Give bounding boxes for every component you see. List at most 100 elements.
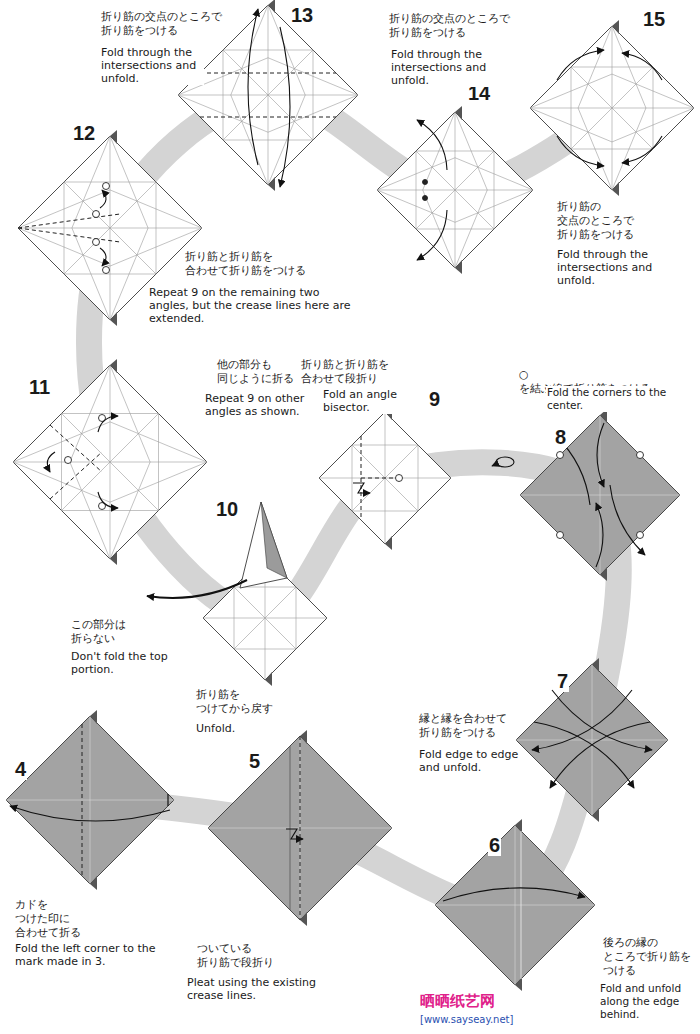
instruction-japanese: 後ろの縁の ところで折り筋を つける (602, 936, 692, 978)
fold-arrow (147, 580, 247, 598)
folded-flap-shade (261, 502, 287, 578)
reference-circle (93, 239, 100, 246)
crease-line (352, 445, 353, 511)
step-number-holder: 15 (642, 8, 666, 30)
crease-line (234, 587, 296, 649)
crease-line (377, 158, 455, 190)
crease-line (64, 274, 156, 275)
instruction-japanese: この部分は 折らない (70, 618, 127, 646)
crease-line (62, 414, 159, 511)
instruction-japanese: ついている 折り筋で段折り (196, 942, 275, 970)
crease-line (223, 50, 313, 140)
fold-arrow (622, 53, 662, 80)
crease-line (223, 50, 313, 51)
crease-line (520, 495, 680, 496)
crease-line (223, 50, 313, 140)
step-number: 12 (72, 122, 96, 144)
step-number-holder: 8 (554, 426, 567, 448)
fold-arrow (248, 9, 258, 165)
crease-line (418, 445, 419, 511)
instruction-english: Repeat 9 on other angles as shown. (204, 392, 318, 418)
step-diagram (435, 819, 595, 991)
fold-arrow (534, 722, 634, 788)
step-number-holder: 12 (72, 122, 96, 144)
reference-circle (557, 452, 564, 459)
crease-line (416, 151, 494, 229)
reference-circle (65, 457, 72, 464)
paper-square (13, 365, 207, 559)
crease-line (319, 478, 451, 479)
paper-square (319, 412, 451, 544)
crease-line (416, 151, 494, 229)
fold-arrow (47, 452, 55, 472)
crease-line (64, 182, 156, 274)
crease-line (110, 462, 150, 559)
crease-line (62, 414, 159, 511)
crease-line (234, 649, 296, 650)
paper-edge-tab (268, 0, 275, 13)
instruction-japanese-holder: 他の部分も 同じように折る (216, 358, 295, 386)
crease-line (72, 136, 110, 228)
fold-arrow (597, 423, 604, 487)
step-diagram (516, 658, 668, 822)
instruction-english-holder: Fold the corners to the center. (546, 386, 694, 412)
fold-arrow (443, 888, 585, 901)
crease-line (110, 190, 202, 228)
crease-line (72, 228, 110, 320)
valley-fold-line (18, 228, 120, 242)
step-number-holder: 4 (14, 758, 27, 780)
crease-line (494, 151, 495, 229)
paper-edge-tab (110, 551, 117, 565)
fold-arrow (557, 50, 604, 80)
instruction-japanese: 折り筋を つけてから戻す (195, 688, 274, 716)
crease-line (300, 736, 301, 920)
crease-line (612, 108, 646, 190)
valley-fold-line (50, 425, 102, 472)
instruction-english: Pleat using the existing crease lines. (186, 976, 340, 1002)
crease-line (578, 108, 612, 190)
step-number-holder: 9 (428, 388, 441, 410)
paper-edge-tab (455, 260, 462, 274)
crease-line (70, 365, 110, 462)
fold-arrow (557, 136, 604, 166)
paper-square (530, 26, 694, 190)
instruction-japanese-holder: 折り筋の交点のところで 折り筋をつける (100, 10, 223, 38)
paper-edge-tab (110, 130, 117, 144)
instruction-japanese: 折り筋の交点のところで 折り筋をつける (100, 10, 223, 38)
crease-line (571, 149, 653, 150)
reference-mark (167, 794, 168, 806)
crease-line (455, 190, 487, 268)
crease-line (416, 151, 494, 152)
instruction-japanese-holder: 縁と縁を合わせて 折り筋をつける (418, 712, 508, 740)
instruction-japanese: 折り筋の 交点のところで 折り筋をつける (556, 200, 635, 242)
instruction-english-holder: Pleat using the existing crease lines. (186, 976, 340, 1002)
crease-line (423, 190, 455, 268)
step-number-holder: 10 (215, 498, 239, 520)
paper-edge-tab (385, 536, 392, 550)
reference-circle (93, 211, 100, 218)
paper-square (520, 415, 680, 575)
pleat-symbol (286, 829, 303, 839)
crease-line (571, 67, 653, 68)
crease-line (18, 190, 110, 228)
fold-arrow (610, 485, 645, 555)
edge-behind-line (521, 831, 522, 979)
fold-arrow (622, 136, 662, 163)
step-number: 11 (28, 376, 51, 398)
instruction-english-holder: Don't fold the top portion. (70, 650, 172, 676)
step-number: 15 (642, 8, 666, 30)
crease-line (110, 422, 207, 462)
fold-arrow (550, 722, 650, 788)
instruction-english: Fold edge to edge and unfold. (418, 748, 522, 774)
crease-line (571, 67, 653, 149)
paper-edge-tab (592, 808, 599, 822)
valley-fold-line (300, 736, 301, 920)
step-number-holder: 13 (290, 4, 314, 26)
paper-edge-tab (110, 359, 117, 373)
fold-arrow (596, 503, 603, 567)
reference-circle (557, 532, 564, 539)
instruction-english: Unfold. (195, 722, 236, 735)
crease-line (612, 74, 694, 108)
instruction-english: Repeat 9 on the remaining two angles, bu… (148, 286, 358, 325)
